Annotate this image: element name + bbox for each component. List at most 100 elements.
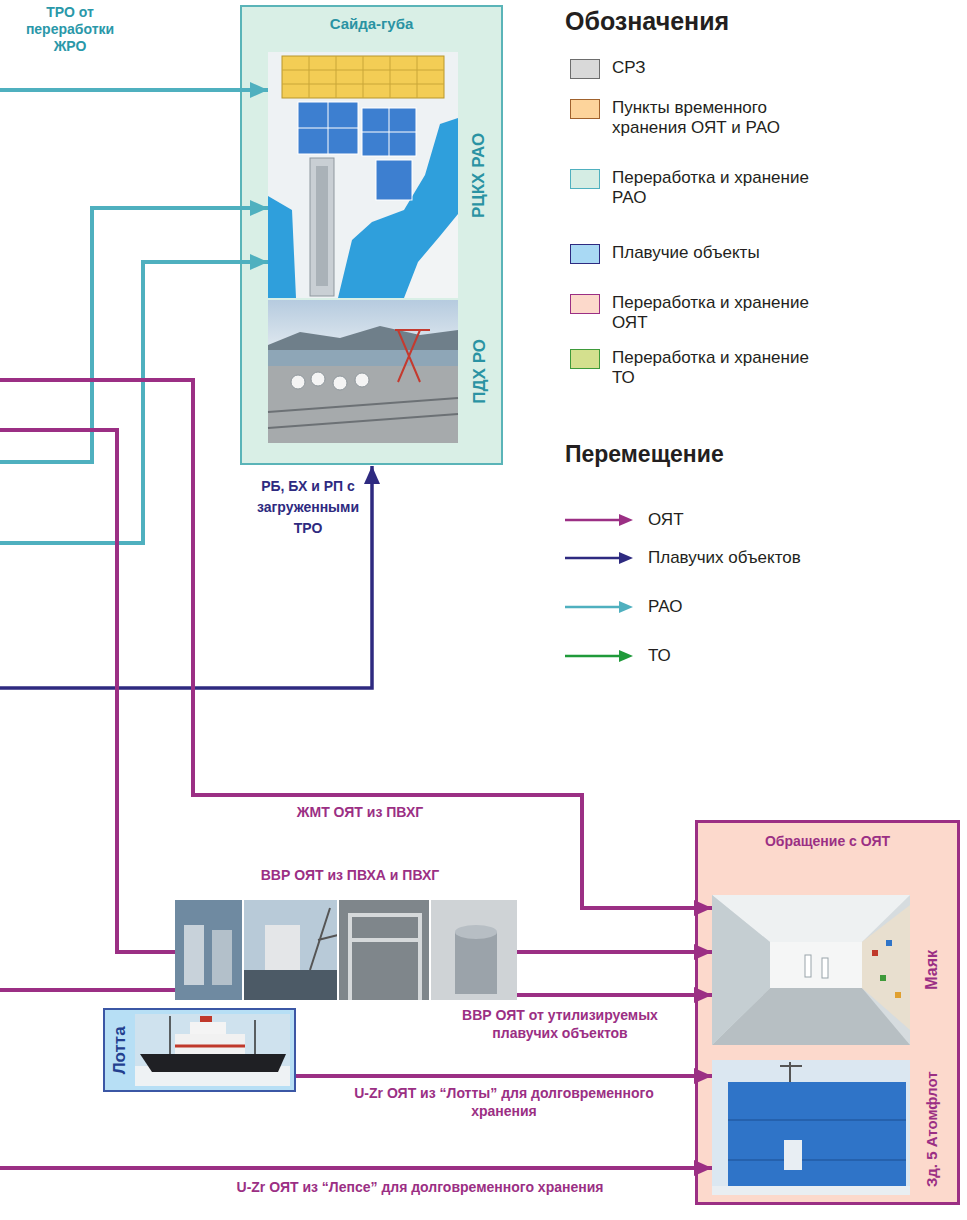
label-column: ПДХ РО	[464, 300, 496, 443]
photo-building	[728, 1120, 906, 1160]
floating-flow	[0, 466, 372, 688]
photo-mosaic	[872, 950, 878, 956]
strip-detail	[455, 925, 497, 939]
photo-ground	[712, 1186, 910, 1195]
flow-label: ВВР ОЯТ от утилизируемых плавучих объект…	[430, 1006, 690, 1042]
waste-flow	[0, 88, 268, 92]
flow-label: ЖМТ ОЯТ из ПВХГ	[230, 803, 490, 821]
vertical-label: Маяк	[923, 950, 941, 990]
edge-label: U-Zr ОЯТ из “Лотты” для долговременного …	[354, 1084, 654, 1120]
photo-hall	[770, 942, 862, 988]
legend-swatch	[570, 169, 600, 189]
legend-text-holder: ТО	[648, 646, 853, 666]
legend-text: СРЗ	[612, 58, 817, 78]
legend-arrow-head	[619, 514, 633, 526]
label-holder: РБ, БХ и РП с загруженными ТРО	[252, 476, 364, 539]
photo-sky	[268, 300, 458, 352]
legend-swatch	[570, 244, 600, 264]
photo-room	[712, 895, 910, 1045]
photo-sky	[135, 1014, 290, 1086]
legend-text: Переработка и хранение ОЯТ	[612, 293, 817, 333]
legend-swatch	[570, 294, 600, 314]
photo-unit	[291, 375, 305, 389]
photo-mosaic	[886, 940, 892, 946]
waste-flow	[0, 262, 268, 543]
legend-text: РАО	[648, 597, 853, 617]
waste-flow	[0, 208, 268, 462]
node-title: Сайда-губа	[242, 15, 501, 33]
legend-line-sample	[565, 548, 637, 568]
flow-label: РБ, БХ и РП с загруженными ТРО	[252, 476, 364, 539]
fuel-flow	[0, 430, 175, 952]
legend-text: Плавучие объекты	[612, 243, 817, 263]
map-grid	[282, 56, 444, 98]
strip-detail	[310, 908, 338, 970]
photo-detail	[784, 1140, 802, 1170]
strip-detail	[350, 915, 420, 1000]
photo-water	[268, 350, 458, 366]
fuel-flow	[0, 988, 175, 992]
label-holder: Перемещение	[565, 440, 885, 468]
ship-mast	[170, 1016, 255, 1054]
legend-text: Пункты временного хранения ОЯТ и РАО	[612, 98, 817, 138]
ship-hull	[140, 1054, 286, 1072]
plant-photo	[712, 895, 910, 1045]
legend-text: Переработка и хранение ТО	[612, 348, 817, 388]
map-building	[282, 56, 444, 98]
photo-sky	[712, 1060, 910, 1195]
map-storage	[376, 160, 412, 200]
photo-mosaic	[862, 905, 910, 1030]
photo-figure	[805, 955, 811, 977]
storage-photo	[268, 300, 458, 443]
strip-divider	[243, 900, 430, 1000]
map-water	[268, 52, 458, 298]
legend-line	[565, 557, 623, 560]
label-holder: ЖМТ ОЯТ из ПВХГ	[230, 803, 490, 821]
ship-deck	[175, 1034, 245, 1054]
map-land	[268, 52, 458, 298]
legend-arrow-head	[619, 601, 633, 613]
legend-text-holder: Переработка и хранение РАО	[612, 168, 817, 208]
ship-photo	[135, 1014, 290, 1086]
legend-text-holder: Переработка и хранение ТО	[612, 348, 817, 388]
strip-detail	[212, 930, 232, 985]
vertical-label: Лотта	[111, 1026, 130, 1074]
fuel-flow	[517, 950, 712, 954]
map-pier	[316, 166, 328, 286]
legend-text-holder: Пункты временного хранения ОЯТ и РАО	[612, 98, 817, 138]
photo-mosaic	[880, 975, 886, 981]
fuel-transfer-arrow	[296, 1074, 712, 1078]
legend-swatch	[570, 99, 600, 119]
photo-mosaic	[895, 992, 901, 998]
ship-stripe	[175, 1045, 245, 1048]
label-holder: Обозначения	[565, 6, 885, 36]
label-column: Лотта	[105, 1010, 135, 1090]
strip-detail	[184, 925, 204, 985]
flow-label: ТРО от переработки ЖРО	[15, 4, 125, 55]
label-column: РЦКХ РАО	[464, 52, 496, 298]
legend-arrow-head	[619, 650, 633, 662]
strip-photo	[175, 900, 243, 1000]
photo-rails	[268, 398, 458, 428]
strip-photo	[430, 900, 517, 1000]
label-holder: ВВР ОЯТ из ПВХА и ПВХГ	[200, 866, 500, 884]
legend-line	[565, 655, 623, 658]
edge-label-holder: U-Zr ОЯТ из “Лотты” для долговременного …	[354, 1084, 654, 1120]
strip-detail	[243, 970, 338, 1000]
map-grid	[298, 102, 416, 156]
node-title: Обращение с ОЯТ	[698, 833, 957, 850]
edge-group	[296, 1076, 712, 1077]
legend-arrow-head	[619, 552, 633, 564]
strip-photo	[338, 900, 430, 1000]
legend-line	[565, 519, 623, 522]
legend-text: Плавучих объектов	[648, 548, 853, 568]
legend-text: Переработка и хранение РАО	[612, 168, 817, 208]
legend-text-holder: Плавучих объектов	[648, 548, 853, 568]
legend-text-holder: ОЯТ	[648, 510, 853, 530]
label-holder: ТРО от переработки ЖРО	[15, 4, 125, 55]
waste-flows	[0, 90, 268, 543]
photo-wall	[712, 895, 770, 1045]
flow-label: ВВР ОЯТ из ПВХА и ПВХГ	[200, 866, 500, 884]
legend-line-sample	[565, 646, 637, 666]
strip-detail	[455, 932, 497, 994]
